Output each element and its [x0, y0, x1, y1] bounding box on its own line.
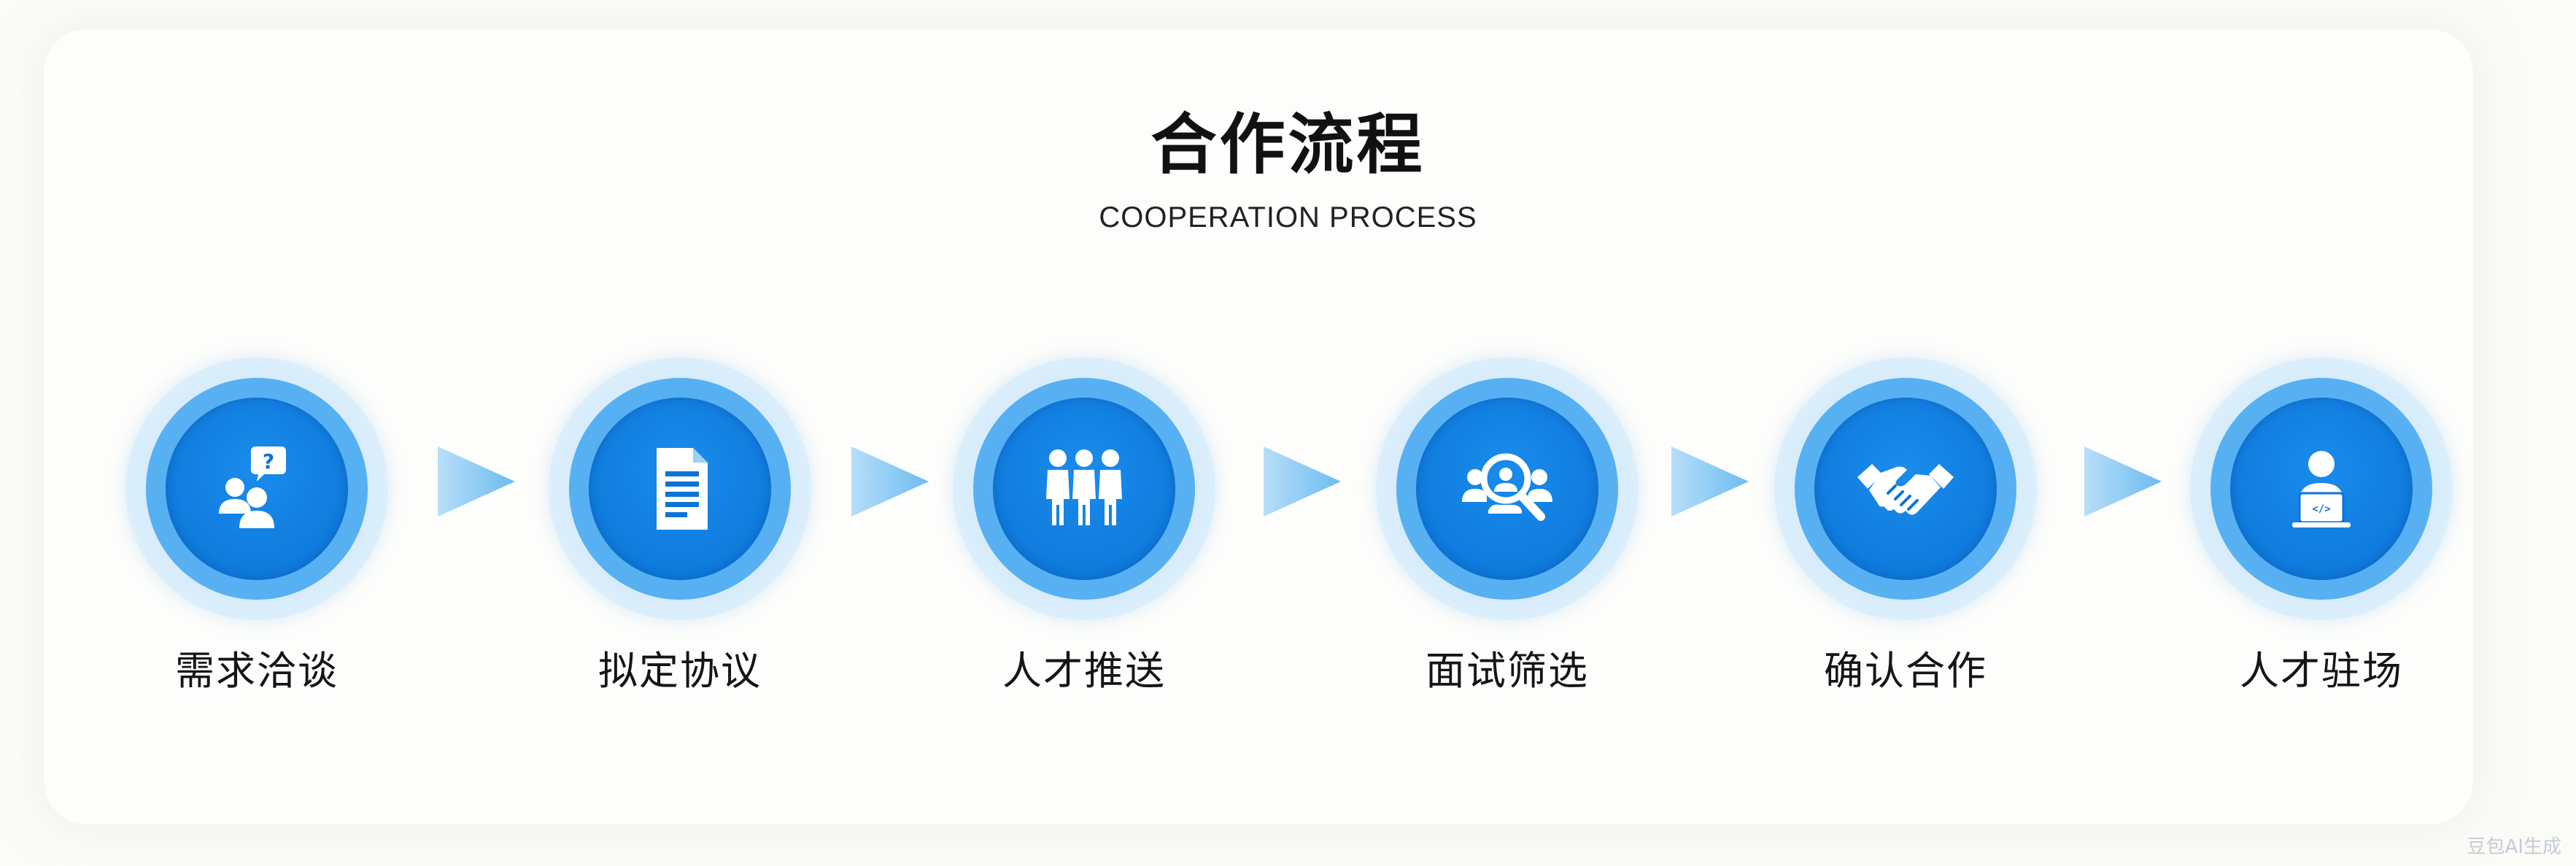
svg-text:</>: </>	[2312, 503, 2330, 515]
page-title: 合作流程	[1150, 107, 1426, 183]
team-icon	[1046, 449, 1122, 525]
arrow-right-icon	[2084, 446, 2162, 517]
step-label: 人才驻场	[2240, 648, 2403, 694]
step-label: 面试筛选	[1426, 648, 1589, 694]
step-5: 确认合作	[1760, 350, 2051, 715]
person-laptop-icon: </>	[2292, 451, 2351, 527]
step-6: </> 人才驻场	[2175, 350, 2467, 715]
step-4: 面试筛选	[1361, 350, 1653, 715]
step-2: 拟定协议	[534, 350, 826, 715]
step-label: 确认合作	[1824, 648, 1987, 694]
document-icon	[657, 448, 708, 530]
consultation-icon: ?	[219, 446, 286, 528]
step-1: ? 需求洽谈	[111, 350, 403, 715]
arrow-right-icon	[1671, 446, 1749, 517]
watermark: 豆包AI生成	[2467, 836, 2561, 858]
arrow-right-icon	[438, 446, 515, 517]
arrow-right-icon	[851, 446, 929, 517]
step-label: 人才推送	[1002, 648, 1166, 694]
handshake-icon	[1857, 464, 1954, 515]
card-panel	[44, 29, 2473, 824]
search-people-icon	[1462, 453, 1552, 521]
step-3: 人才推送	[938, 350, 1230, 715]
step-label: 需求洽谈	[175, 648, 339, 694]
svg-text:?: ?	[263, 449, 274, 473]
arrow-right-icon	[1264, 446, 1341, 517]
page-subtitle: COOPERATION PROCESS	[1099, 201, 1477, 233]
step-label: 拟定协议	[598, 648, 762, 694]
